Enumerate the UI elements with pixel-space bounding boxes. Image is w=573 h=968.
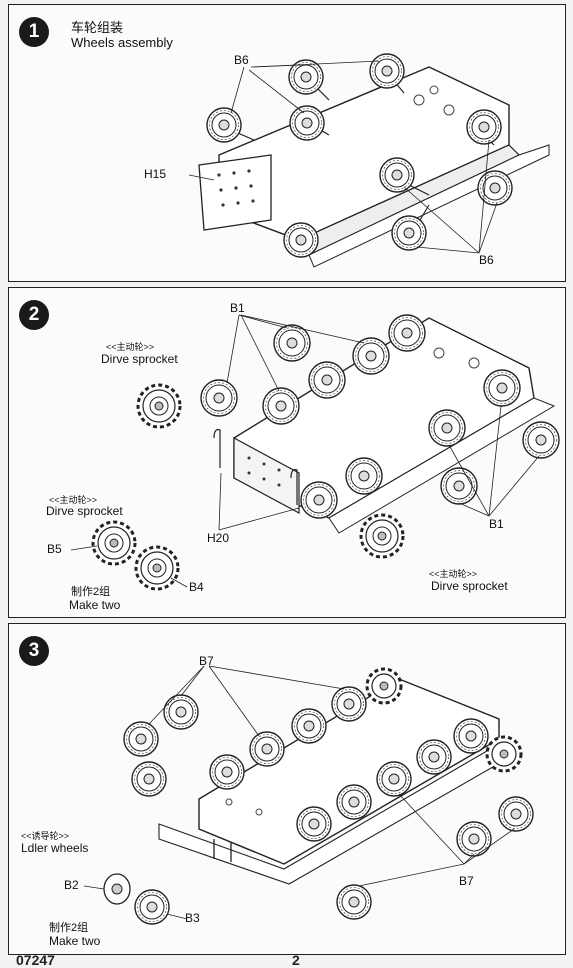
step-number-badge: 2	[19, 300, 49, 330]
make-two-cn: 制作2组	[49, 922, 89, 934]
part-label-h15: H15	[144, 167, 167, 181]
make-two-en: Make two	[49, 934, 101, 948]
part-label-b7-bottom: B7	[459, 874, 474, 888]
step-1-panel: 1 车轮组装 Wheels assembly	[8, 4, 566, 282]
part-label-b2: B2	[64, 878, 79, 892]
part-label-b1-top: B1	[230, 301, 245, 315]
page-number: 2	[292, 952, 300, 968]
sprocket-cn-label-2: <<主动轮>>	[49, 495, 98, 505]
part-label-b1-bottom: B1	[489, 517, 504, 531]
part-label-h20: H20	[207, 531, 230, 545]
sprocket-en-label-1: Dirve sprocket	[101, 352, 178, 366]
sprocket-en-label-3: Dirve sprocket	[431, 579, 508, 593]
step-2-panel: 2	[8, 287, 566, 618]
part-label-b4: B4	[189, 580, 204, 594]
part-label-b5: B5	[47, 542, 62, 556]
drive-sprocket-drawing	[70, 314, 560, 591]
sprocket-cn-label-1: <<主动轮>>	[106, 342, 155, 352]
step-title-en: Wheels assembly	[71, 35, 173, 50]
make-two-en: Make two	[69, 598, 121, 612]
part-label-b6-bottom: B6	[479, 253, 494, 267]
sprocket-en-label-2: Dirve sprocket	[46, 504, 123, 518]
sprocket-cn-label-3: <<主动轮>>	[429, 569, 478, 579]
step-title-cn: 车轮组装	[71, 20, 124, 35]
step-number-badge: 3	[19, 636, 49, 666]
part-label-b7-top: B7	[199, 654, 214, 668]
step-3-panel: 3	[8, 623, 566, 955]
product-code: 07247	[16, 952, 55, 968]
idler-cn-label: <<诱导轮>>	[21, 831, 70, 841]
wheels-assembly-drawing	[188, 53, 550, 268]
step-number-badge: 1	[19, 17, 49, 47]
part-label-b6-top: B6	[234, 53, 249, 67]
make-two-cn: 制作2组	[71, 586, 111, 598]
part-label-b3: B3	[185, 911, 200, 925]
idler-en-label: Ldler wheels	[21, 841, 89, 855]
idler-wheels-drawing	[83, 665, 534, 925]
